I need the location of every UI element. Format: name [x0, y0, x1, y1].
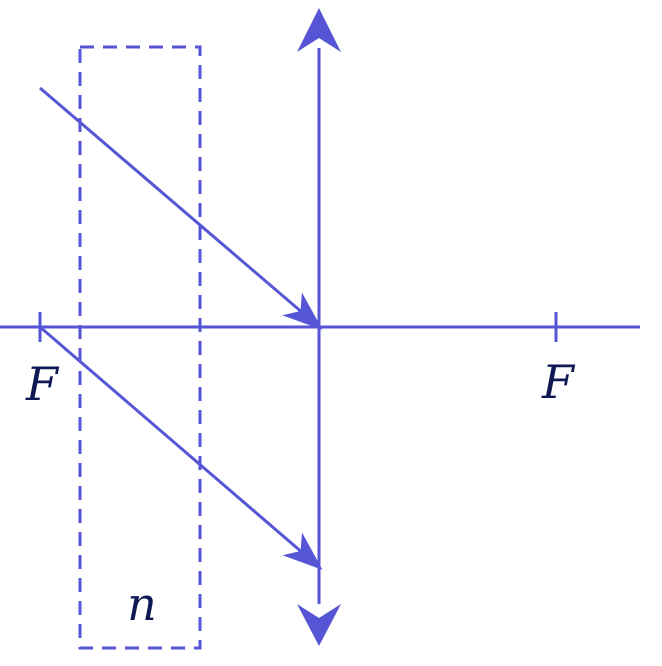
arrowhead-up-icon — [297, 8, 341, 52]
focus-right-label: F — [541, 355, 576, 409]
focus-left-label: F — [25, 357, 60, 411]
lower-ray — [39, 325, 323, 570]
upper-ray — [39, 86, 323, 330]
medium-label: n — [127, 577, 157, 631]
glass-block-outline — [78, 45, 202, 650]
arrowhead-down-icon — [297, 604, 341, 646]
